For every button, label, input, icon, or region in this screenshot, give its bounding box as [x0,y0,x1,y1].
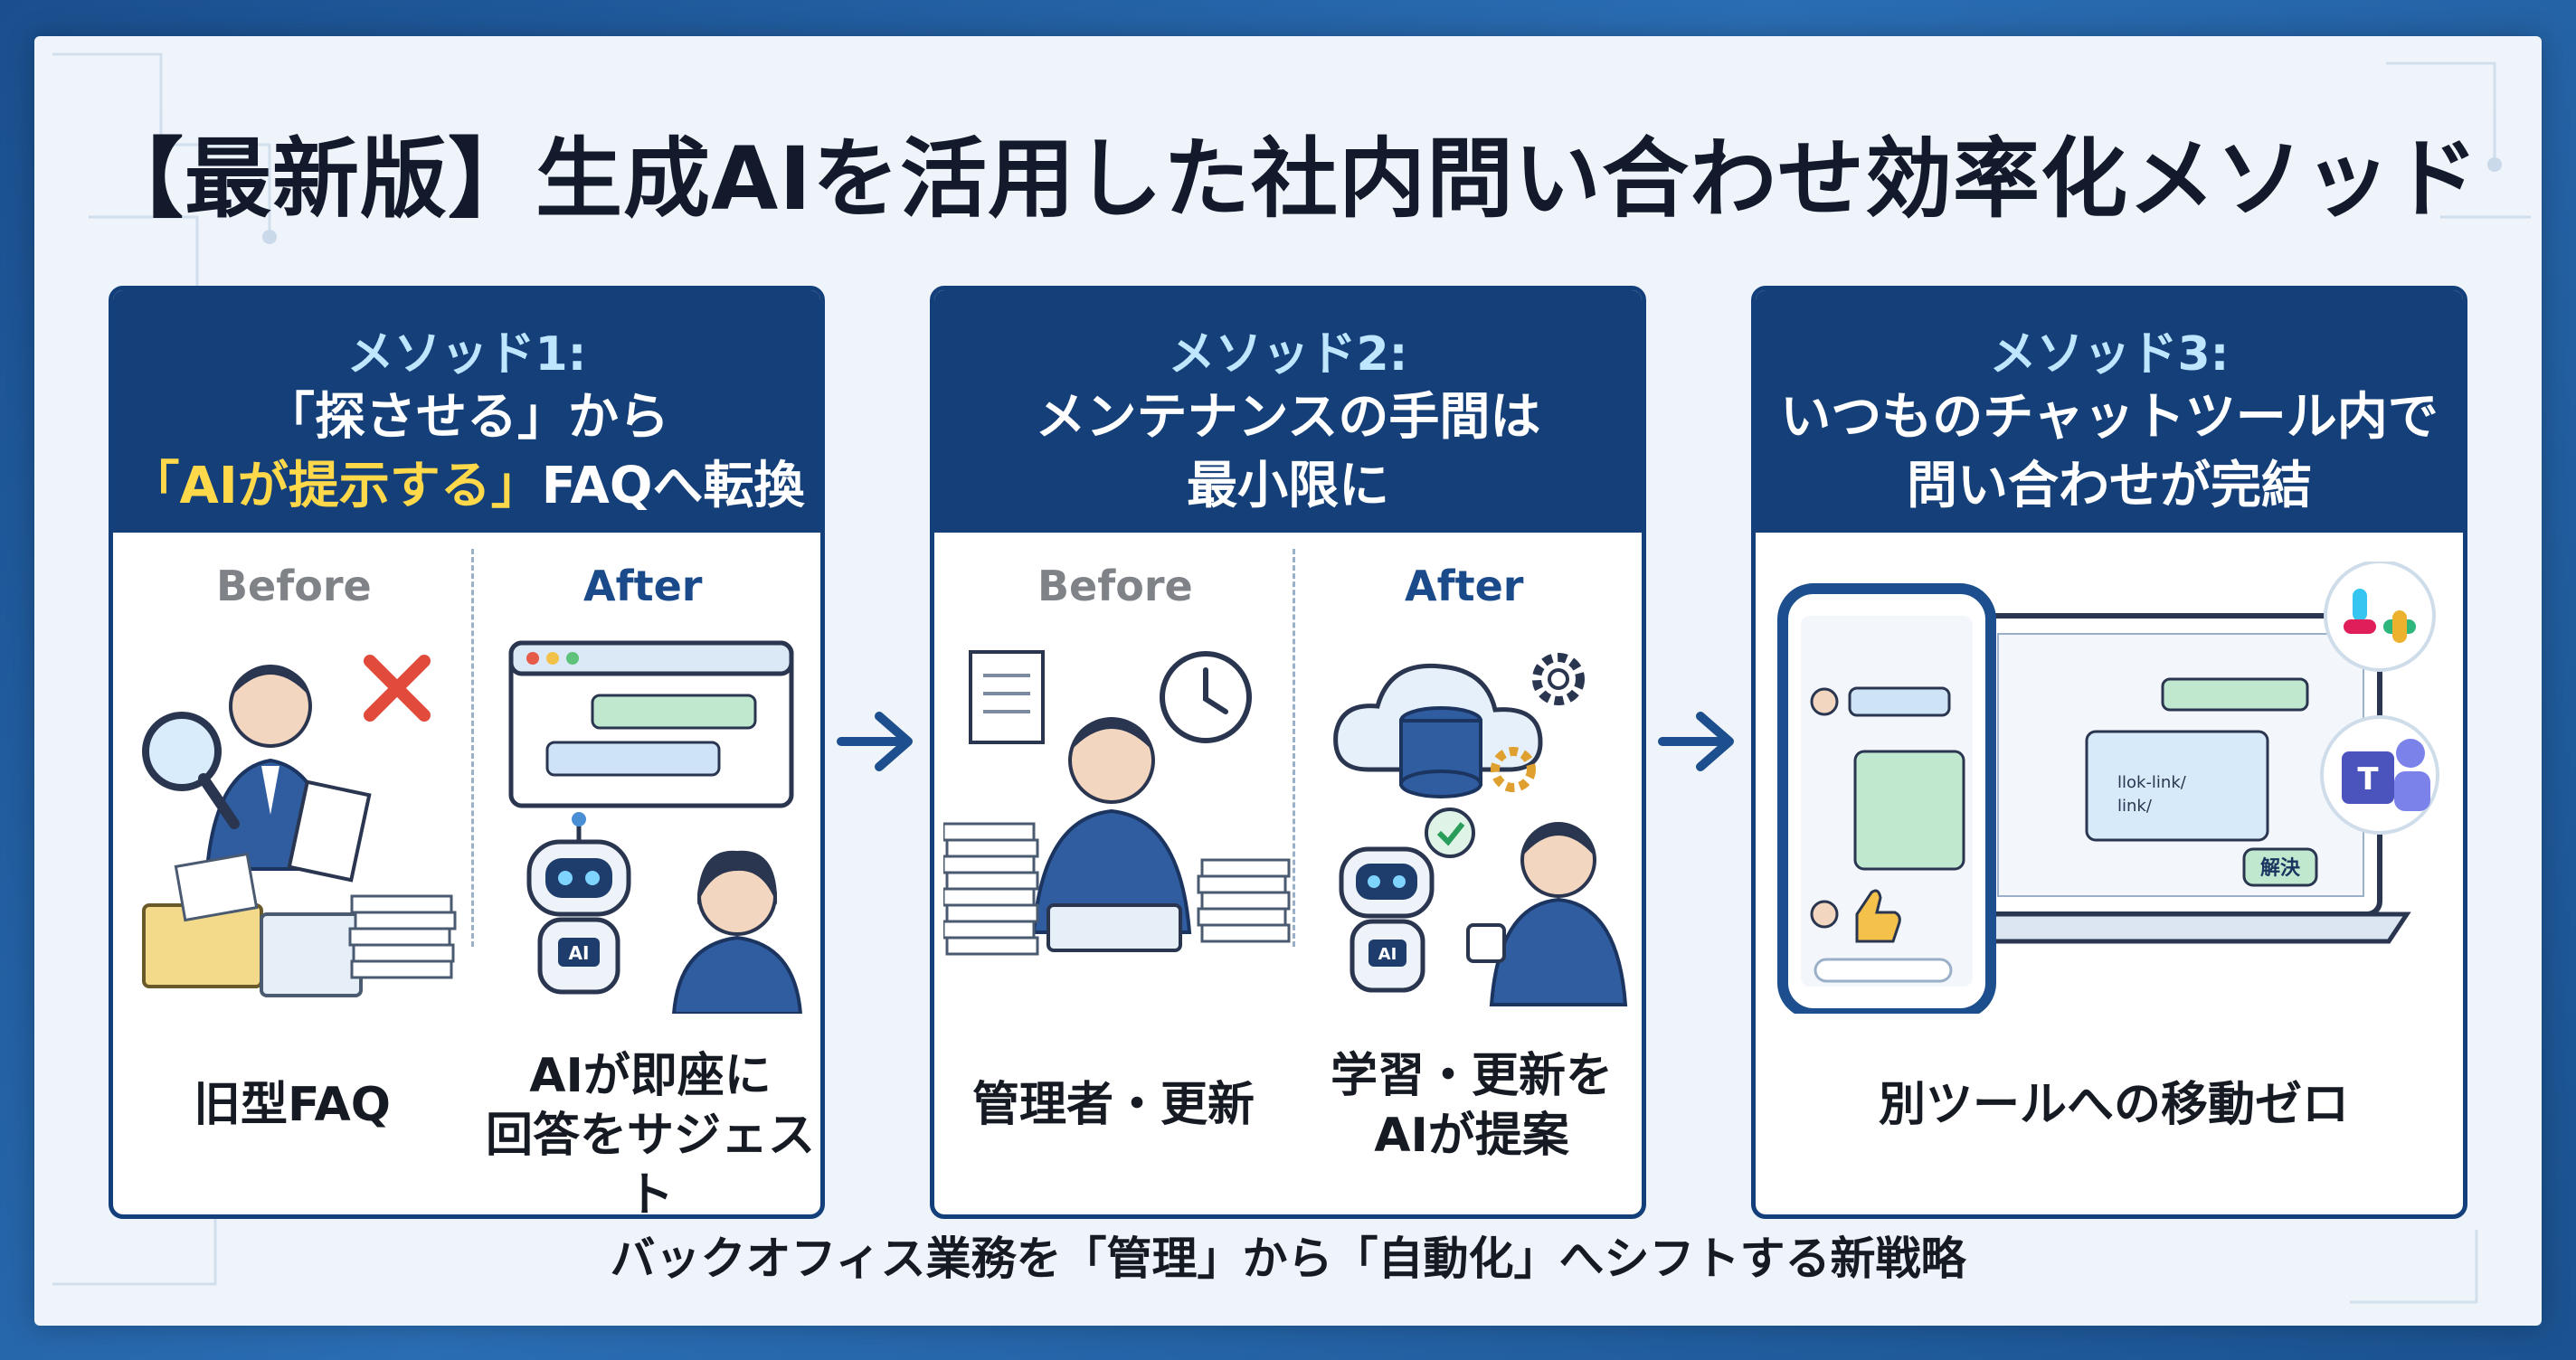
flow-arrow-2 [1658,712,1734,771]
chat-window-icon [508,640,794,808]
card-3-caption: 別ツールへの移動ゼロ [1878,1078,2349,1132]
card-3-heading-line-1: いつものチャットツール内で [1780,388,2439,447]
method-card-3: メソッド3: いつものチャットツール内で 問い合わせが完結 llok-link/… [1751,286,2467,1219]
card-3-method-label: メソッド3: [1989,327,2230,382]
card-1-method-label: メソッド1: [346,327,587,382]
card-2-heading-line-1: メンテナンスの手間は [1035,388,1541,447]
thumbs-up-icon [1855,889,1901,943]
robot-ai-badge: AI [569,942,590,964]
card-1-header: メソッド1: 「探させる」から 「AIが提示する」FAQへ転換 [113,290,820,533]
card-1-before-caption: 旧型FAQ [193,1078,391,1132]
card-1-heading-line-1: 「探させる」から [264,388,669,447]
footer-tagline: バックオフィス業務を「管理」から「自動化」へシフトする新戦略 [610,1232,1966,1285]
robot-icon: AI [1339,846,1435,993]
card-1-before-illustration [142,655,457,997]
card-3-heading-line-2: 問い合わせが完結 [1907,457,2312,515]
magnifier-icon [142,712,240,829]
laptop-icon: llok-link/ link/ 解決 [1950,613,2411,944]
card-1-divider [471,549,474,947]
card-2-before-label: Before [1037,562,1193,610]
smartphone-icon [1777,583,1996,1014]
method-card-2: メソッド2: メンテナンスの手間は 最小限に Before After [930,286,1646,1219]
svg-text:T: T [2357,761,2379,798]
resolved-badge: 解決 [2260,856,2301,880]
teams-icon: T [2320,715,2439,835]
woman-avatar-icon [671,850,803,1014]
card-2-heading-line-2: 最小限に [1187,457,1389,515]
card-1-after-label: After [583,562,703,610]
card-2-after-caption: 学習・更新を AIが提案 [1293,1046,1642,1166]
card-2-header: メソッド2: メンテナンスの手間は 最小限に [934,290,1642,533]
infographic-panel: 【最新版】生成AIを活用した社内問い合わせ効率化メソッド メソッド1: 「探させ… [34,36,2542,1326]
card-2-after-caption-line-2: AIが提案 [1374,1109,1569,1163]
card-2-before-caption: 管理者・更新 [971,1078,1255,1132]
card-1-after-caption-line-2: 回答をサジェスト [485,1109,815,1219]
gear-icon [1491,653,1585,792]
card-1-after-caption: AIが即座に 回答をサジェスト [471,1046,820,1219]
method-card-1: メソッド1: 「探させる」から 「AIが提示する」FAQへ転換 Before A… [109,286,825,1219]
card-3-header: メソッド3: いつものチャットツール内で 問い合わせが完結 [1756,290,2463,533]
robot-icon: AI [526,812,631,995]
card-2-method-label: メソッド2: [1168,327,1408,382]
card-2-before-illustration [943,650,1291,956]
card-2-after-caption-line-1: 学習・更新を [1330,1049,1613,1103]
card-1-before-label: Before [216,562,372,610]
flow-arrow-1 [837,712,913,771]
card-2-after-illustration: AI [1333,653,1628,1006]
cross-mark-icon [364,655,431,722]
slack-icon [2324,562,2436,672]
card-1-heading-line-2: 「AIが提示する」FAQへ転換 [113,452,820,521]
page-title: 【最新版】生成AIを活用した社内問い合わせ効率化メソッド [96,128,2479,230]
man-with-coffee-icon [1466,822,1628,1006]
card-2-divider [1293,549,1295,947]
card-1-heading-highlight: 「AIが提示する」 [128,457,542,515]
check-icon [1425,808,1475,858]
clock-icon [1160,651,1252,743]
card-2-after-label: After [1405,562,1524,610]
card-1-after-illustration: AI [508,640,803,1014]
card-1-heading-tail: FAQへ転換 [541,457,805,515]
cloud-database-icon [1333,663,1543,798]
chat-link-2: link/ [2117,797,2153,816]
chat-link-1: llok-link/ [2117,773,2187,792]
card-1-after-caption-line-1: AIが即座に [529,1049,772,1103]
card-3-chat-illustration: llok-link/ link/ 解決 [1777,562,2439,1014]
robot-ai-badge-2: AI [1378,945,1397,964]
